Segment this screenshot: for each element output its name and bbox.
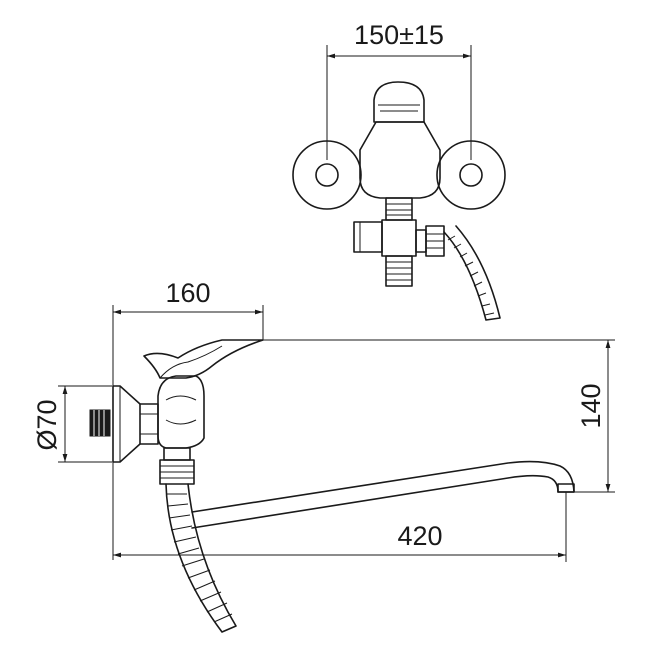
left-disk xyxy=(292,140,362,210)
top-spacing-label: 150±15 xyxy=(354,20,444,50)
eccentric-thread xyxy=(89,409,111,437)
lever-handle xyxy=(143,339,264,379)
top-handle-cap xyxy=(373,81,425,123)
side-view: 160 140 Ø70 420 xyxy=(32,278,615,633)
width-label: 160 xyxy=(165,278,210,308)
right-disk-hole xyxy=(459,163,483,187)
top-shower-hose xyxy=(443,225,501,321)
diameter-label: Ø70 xyxy=(32,399,62,450)
connector-nut xyxy=(139,403,159,445)
top-mixer-body xyxy=(359,121,441,199)
top-diverter-knob xyxy=(353,221,383,253)
left-disk-hole xyxy=(315,163,339,187)
right-disk xyxy=(436,140,506,210)
height-label: 140 xyxy=(576,383,606,428)
top-outlet-nut xyxy=(385,197,413,221)
long-spout xyxy=(191,460,575,529)
top-view: 150±15 xyxy=(292,20,506,321)
length-label: 420 xyxy=(397,521,442,551)
spout-aerator xyxy=(557,483,575,493)
wall-flange xyxy=(112,385,141,463)
top-lower-nut xyxy=(385,255,413,287)
mixer-body xyxy=(157,375,205,449)
side-shower-hose xyxy=(165,483,237,633)
top-diverter-body xyxy=(381,219,417,257)
